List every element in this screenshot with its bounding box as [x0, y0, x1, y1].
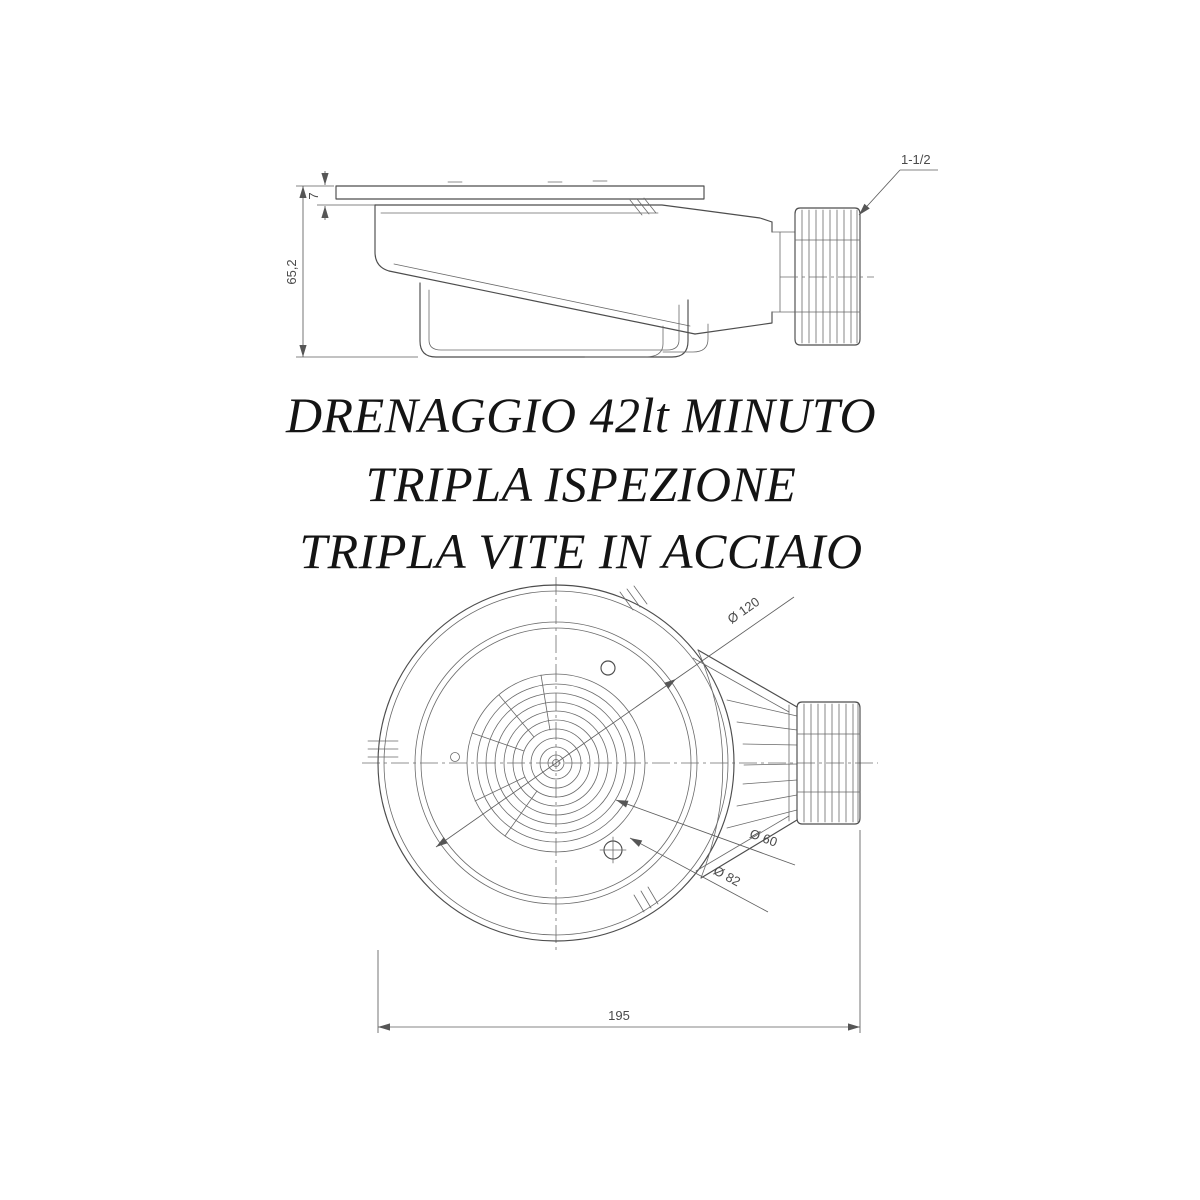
- dim-diameter-60-label: Ø 60: [748, 826, 780, 850]
- title-line-2: TRIPLA ISPEZIONE: [366, 456, 797, 512]
- nut-knurl-ribs-plan: [803, 703, 859, 823]
- plan-centerlines: [362, 577, 878, 953]
- side-view-trap-cup: [419, 282, 709, 358]
- screw-hole-left: [450, 752, 460, 762]
- side-view-flange: [335, 180, 705, 200]
- plan-view-dimensions: Ø 120 Ø 60 Ø 82 195: [377, 594, 861, 1033]
- side-view-lock-nut: [780, 207, 874, 346]
- title-line-3: TRIPLA VITE IN ACCIAIO: [299, 523, 862, 579]
- dim-total-width-label: 195: [608, 1008, 630, 1023]
- plan-view: [362, 577, 878, 953]
- plan-outer-rim: [377, 584, 735, 942]
- plan-outlet-funnel: [692, 649, 798, 879]
- title-line-1: DRENAGGIO 42lt MINUTO: [285, 387, 876, 443]
- side-view: [335, 180, 874, 358]
- dim-flange-thickness-label: 7: [306, 192, 321, 199]
- dim-diameter-120-label: Ø 120: [725, 594, 763, 627]
- funnel-ribs: [726, 699, 798, 829]
- thread-size-label: 1-1/2: [901, 152, 931, 167]
- side-view-dimensions: 65,2 7 1-1/2: [284, 152, 938, 358]
- side-view-body: [374, 197, 796, 335]
- plan-break-marks: [367, 585, 659, 913]
- plan-lock-nut: [796, 701, 861, 825]
- flange-center-marks: [447, 180, 608, 183]
- body-break-marks: [629, 197, 657, 216]
- dim-total-height-label: 65,2: [284, 259, 299, 284]
- product-title: DRENAGGIO 42lt MINUTO TRIPLA ISPEZIONE T…: [285, 387, 876, 579]
- dim-diameter-82-label: Ø 82: [711, 863, 743, 889]
- screw-hole-top: [600, 660, 616, 676]
- nut-knurl-ribs: [801, 209, 858, 344]
